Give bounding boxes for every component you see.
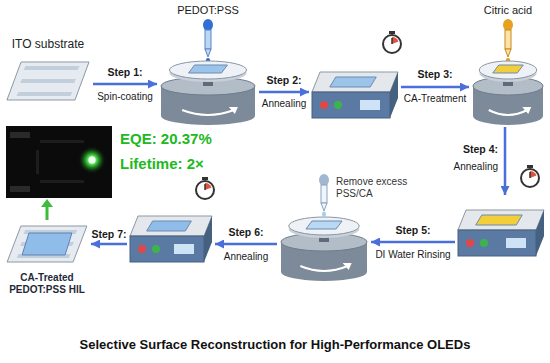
- stage-label: CA-Treated PEDOT:PSS HIL: [2, 272, 92, 295]
- timer-icon: [196, 177, 214, 199]
- process-arrow: [259, 91, 309, 94]
- step-label: Step 1:: [108, 66, 143, 78]
- annotation-label: PEDOT:PSS: [177, 4, 239, 17]
- timer-icon: [521, 165, 539, 187]
- stage-label: DI Water Rinsing: [375, 249, 450, 261]
- process-arrow: [93, 83, 157, 86]
- equipment-drawing: [456, 196, 546, 266]
- process-arrow: [401, 86, 469, 89]
- annotation-label: EQE: 20.37%: [120, 130, 212, 147]
- annotation-label: Remove excess PSS/CA: [336, 176, 428, 199]
- equipment-drawing: [278, 200, 370, 282]
- annotation-label: Citric acid: [484, 4, 532, 17]
- step-label: Step 7:: [91, 228, 126, 240]
- step-label: Step 4:: [463, 143, 498, 155]
- step-stage: Step 2:Annealing: [310, 58, 400, 128]
- step-stage: Step 7:CA-Treated PEDOT:PSS HIL: [4, 222, 90, 266]
- stage-label: Spin-coating: [97, 91, 153, 103]
- equipment-drawing: [310, 58, 400, 128]
- equipment-drawing: [128, 202, 214, 272]
- stage-label: Annealing: [454, 161, 498, 173]
- stage-label: CA-Treatment: [404, 93, 466, 105]
- step-stage: Step 3:CA-Treatment: [470, 44, 546, 126]
- stage-label: ITO substrate: [12, 38, 84, 52]
- equipment-drawing: [4, 58, 92, 104]
- figure-title: Selective Surface Reconstruction for Hig…: [80, 338, 471, 353]
- pipette: [319, 174, 329, 217]
- timer-icon: [383, 31, 401, 53]
- pipette: [203, 19, 213, 64]
- equipment-drawing: [4, 222, 90, 266]
- result-arrow: [41, 199, 53, 220]
- step-stage: Step 5:DI Water Rinsing: [278, 200, 370, 282]
- step-stage: Step 4:Annealing: [456, 196, 546, 266]
- process-arrow: [504, 127, 507, 195]
- step-label: Step 6:: [228, 226, 263, 238]
- stage-label: Annealing: [224, 251, 268, 263]
- stage-label: Annealing: [262, 98, 306, 110]
- step-stage: Step 6:Annealing: [128, 202, 214, 272]
- step-label: Step 2:: [267, 74, 302, 86]
- step-stage: ITO substrate: [4, 58, 92, 104]
- step-label: Step 3:: [418, 68, 453, 80]
- equipment-drawing: [470, 44, 546, 126]
- annotation-label: Lifetime: 2×: [120, 155, 204, 172]
- process-arrow: [91, 243, 127, 246]
- process-arrow: [215, 243, 277, 246]
- equipment-drawing: [158, 44, 258, 126]
- device-photo: [6, 126, 112, 198]
- process-arrow: [371, 241, 455, 244]
- step-stage: Step 1:Spin-coating: [158, 44, 258, 126]
- step-label: Step 5:: [395, 224, 430, 236]
- pipette: [503, 19, 513, 64]
